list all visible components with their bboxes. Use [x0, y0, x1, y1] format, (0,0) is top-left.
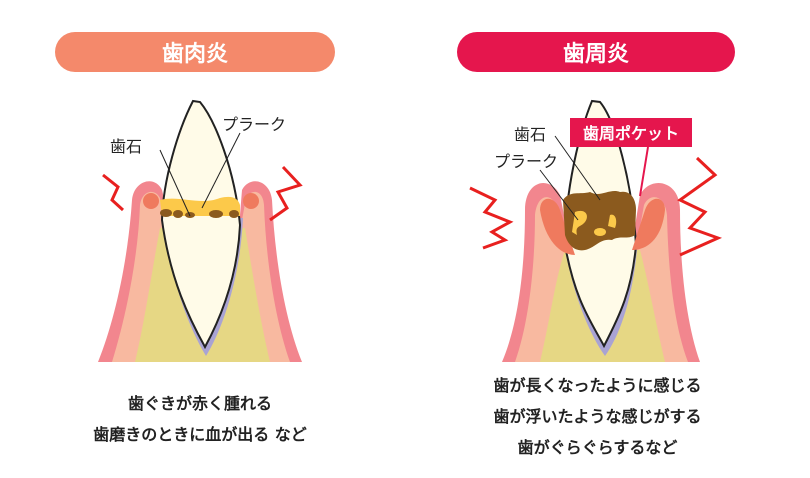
gingivitis-title: 歯肉炎	[55, 32, 335, 72]
pocket-label: 歯周ポケット	[583, 124, 679, 143]
calculus-label: 歯石	[514, 125, 546, 144]
plaque-pointer	[201, 132, 241, 209]
calculus-pointer	[554, 135, 601, 201]
tooth	[160, 99, 242, 350]
periodontitis-title: 歯周炎	[457, 32, 735, 72]
plaque-label: プラーク	[494, 152, 558, 171]
periodontitis-description: 歯が長くなったように感じる 歯が浮いたような感じがする 歯がぐらぐらするなど	[455, 370, 740, 463]
periodontal-pocket-right	[632, 198, 665, 250]
periodontitis-tooth: 歯周ポケット 歯石 プラーク	[469, 99, 723, 362]
pocket-label-box	[570, 118, 692, 147]
pain-mark-left	[469, 186, 514, 250]
description-line: 歯が長くなったように感じる	[493, 376, 702, 395]
description-line: 歯が浮いたような感じがする	[493, 407, 702, 426]
gingivitis-description: 歯ぐきが赤く腫れる 歯磨きのときに血が出る など	[60, 388, 340, 450]
pocket-pointer	[639, 146, 649, 197]
calculus-pointer	[159, 149, 191, 217]
description-line: 歯がぐらぐらするなど	[517, 438, 678, 457]
pain-mark-right	[677, 156, 723, 257]
swollen-gum-right	[243, 193, 259, 209]
calculus	[563, 191, 636, 251]
gingivitis-tooth: 歯石 プラーク	[98, 99, 303, 362]
pain-mark-right	[269, 165, 303, 222]
description-line: 歯ぐきが赤く腫れる	[127, 394, 272, 413]
pain-mark-left	[102, 173, 125, 212]
periodontal-pocket-left	[540, 198, 575, 255]
plaque-label: プラーク	[222, 115, 286, 134]
swollen-gum-left	[143, 193, 159, 209]
calculus	[160, 209, 239, 218]
calculus-label: 歯石	[110, 137, 142, 156]
plaque-pointer	[539, 169, 579, 221]
description-line: 歯磨きのときに血が出る など	[93, 425, 307, 444]
